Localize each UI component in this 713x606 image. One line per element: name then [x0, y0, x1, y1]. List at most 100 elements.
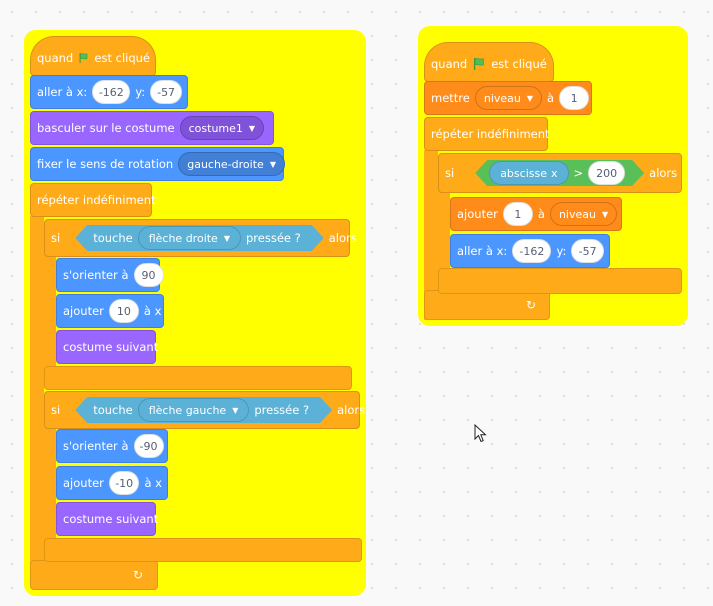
block-text: à — [547, 91, 555, 105]
block-text: basculer sur le costume — [37, 121, 175, 135]
y-input[interactable]: -57 — [571, 239, 604, 263]
dropdown-value: niveau — [558, 207, 596, 221]
block-text: ajouter — [63, 304, 104, 318]
block-text: aller à x: — [37, 85, 88, 99]
if-arm — [44, 254, 56, 388]
key-pressed-condition[interactable]: touche flèche gauche ▼ pressée ? — [75, 397, 332, 423]
forever-bottom — [30, 560, 158, 590]
direction-input[interactable]: -90 — [133, 434, 164, 458]
block-text: y: — [556, 244, 567, 258]
x-input[interactable]: -162 — [92, 80, 131, 104]
dropdown-value: flèche droite — [148, 231, 218, 245]
if-bottom — [44, 366, 352, 390]
set-variable-block[interactable]: mettre niveau▼ à 1 — [424, 81, 592, 115]
block-text: répéter indéfiniment — [431, 127, 550, 141]
rotation-dropdown[interactable]: gauche-droite ▼ — [178, 152, 285, 176]
direction-input[interactable]: 90 — [133, 263, 164, 287]
costume-dropdown[interactable]: costume1 ▼ — [179, 116, 265, 140]
block-text: est cliqué — [94, 51, 150, 65]
block-text: alors — [649, 166, 678, 180]
y-input[interactable]: -57 — [150, 80, 182, 104]
dropdown-caret-icon: ▼ — [232, 405, 239, 415]
next-costume-block[interactable]: costume suivant — [56, 502, 159, 536]
block-text: aller à x: — [457, 244, 508, 258]
dropdown-caret-icon: ▼ — [269, 159, 276, 169]
if-arm — [44, 426, 56, 560]
when-flag-clicked-block[interactable]: quand est cliqué — [424, 42, 554, 82]
key-pressed-condition[interactable]: touche flèche droite ▼ pressée ? — [75, 225, 324, 251]
dropdown-caret-icon: ▼ — [223, 233, 230, 243]
dropdown-value: flèche gauche — [148, 403, 227, 417]
loop-arrow-icon: ↻ — [133, 568, 144, 582]
block-text: est cliqué — [491, 57, 547, 71]
block-text: à — [537, 207, 545, 221]
compare-input[interactable]: 200 — [588, 161, 625, 185]
block-text: quand — [37, 51, 74, 65]
block-text: y: — [135, 85, 146, 99]
block-text: touche — [93, 231, 133, 245]
if-bottom — [438, 268, 682, 294]
block-text: ajouter — [457, 207, 498, 221]
block-text: costume suivant — [63, 512, 159, 526]
block-text: pressée ? — [246, 231, 301, 245]
operator-symbol: > — [573, 166, 584, 180]
go-to-xy-block[interactable]: aller à x: -162 y: -57 — [30, 75, 188, 109]
forever-block[interactable]: répéter indéfiniment — [30, 183, 156, 217]
change-input[interactable]: 10 — [108, 299, 139, 323]
x-input[interactable]: -162 — [512, 239, 552, 263]
when-flag-clicked-block[interactable]: quand est cliqué — [30, 36, 156, 76]
block-text: touche — [93, 403, 133, 417]
mouse-pointer-icon — [474, 424, 487, 443]
next-costume-block[interactable]: costume suivant — [56, 330, 159, 364]
forever-arm — [30, 216, 44, 572]
value-input[interactable]: 1 — [559, 86, 590, 110]
if-block[interactable]: si touche flèche gauche▼ pressée ? alors — [44, 391, 365, 429]
block-text: alors — [328, 231, 357, 245]
block-text: répéter indéfiniment — [37, 193, 156, 207]
block-text: quand — [431, 57, 468, 71]
block-text: à x — [143, 304, 162, 318]
block-text: mettre — [431, 91, 470, 105]
key-dropdown[interactable]: flèche droite ▼ — [138, 226, 241, 250]
block-text: pressée ? — [254, 403, 310, 417]
variable-dropdown[interactable]: niveau ▼ — [549, 202, 618, 226]
block-text: fixer le sens de rotation — [37, 157, 174, 171]
block-text: si — [51, 403, 61, 417]
switch-costume-block[interactable]: basculer sur le costume costume1 ▼ — [30, 111, 274, 145]
point-in-direction-block[interactable]: s'orienter à 90 — [56, 258, 164, 292]
variable-dropdown[interactable]: niveau▼ — [474, 86, 543, 110]
dropdown-value: gauche-droite — [187, 157, 264, 171]
dropdown-caret-icon: ▼ — [526, 93, 534, 103]
green-flag-icon — [79, 53, 88, 63]
block-text: ajouter — [63, 476, 104, 490]
forever-arm — [424, 150, 438, 320]
loop-arrow-icon: ↻ — [526, 298, 537, 312]
block-text: abscisse — [500, 166, 547, 180]
block-text: s'orienter à — [63, 268, 129, 282]
dropdown-caret-icon: ▼ — [601, 209, 609, 219]
block-text: si — [445, 166, 455, 180]
change-x-block[interactable]: ajouter 10 à x — [56, 294, 164, 328]
forever-block[interactable]: répéter indéfiniment — [424, 117, 550, 151]
change-input[interactable]: -10 — [108, 471, 140, 495]
change-input[interactable]: 1 — [502, 202, 533, 226]
change-variable-block[interactable]: ajouter 1 à niveau ▼ — [450, 197, 622, 231]
dropdown-caret-icon: ▼ — [248, 123, 256, 133]
change-x-block[interactable]: ajouter -10 à x — [56, 466, 168, 500]
key-dropdown[interactable]: flèche gauche ▼ — [138, 398, 250, 422]
if-block[interactable]: si touche flèche droite ▼ pressée ? alors — [44, 219, 357, 257]
block-text: costume suivant — [63, 340, 159, 354]
point-in-direction-block[interactable]: s'orienter à -90 — [56, 429, 168, 463]
block-text: si — [51, 231, 61, 245]
dropdown-value: costume1 — [188, 121, 243, 135]
block-text: à x — [144, 476, 162, 490]
go-to-xy-block[interactable]: aller à x: -162 y: -57 — [450, 234, 610, 268]
set-rotation-style-block[interactable]: fixer le sens de rotation gauche-droite ▼ — [30, 147, 285, 181]
if-bottom — [44, 538, 362, 562]
block-text: x — [550, 166, 558, 180]
green-flag-icon — [474, 57, 484, 71]
